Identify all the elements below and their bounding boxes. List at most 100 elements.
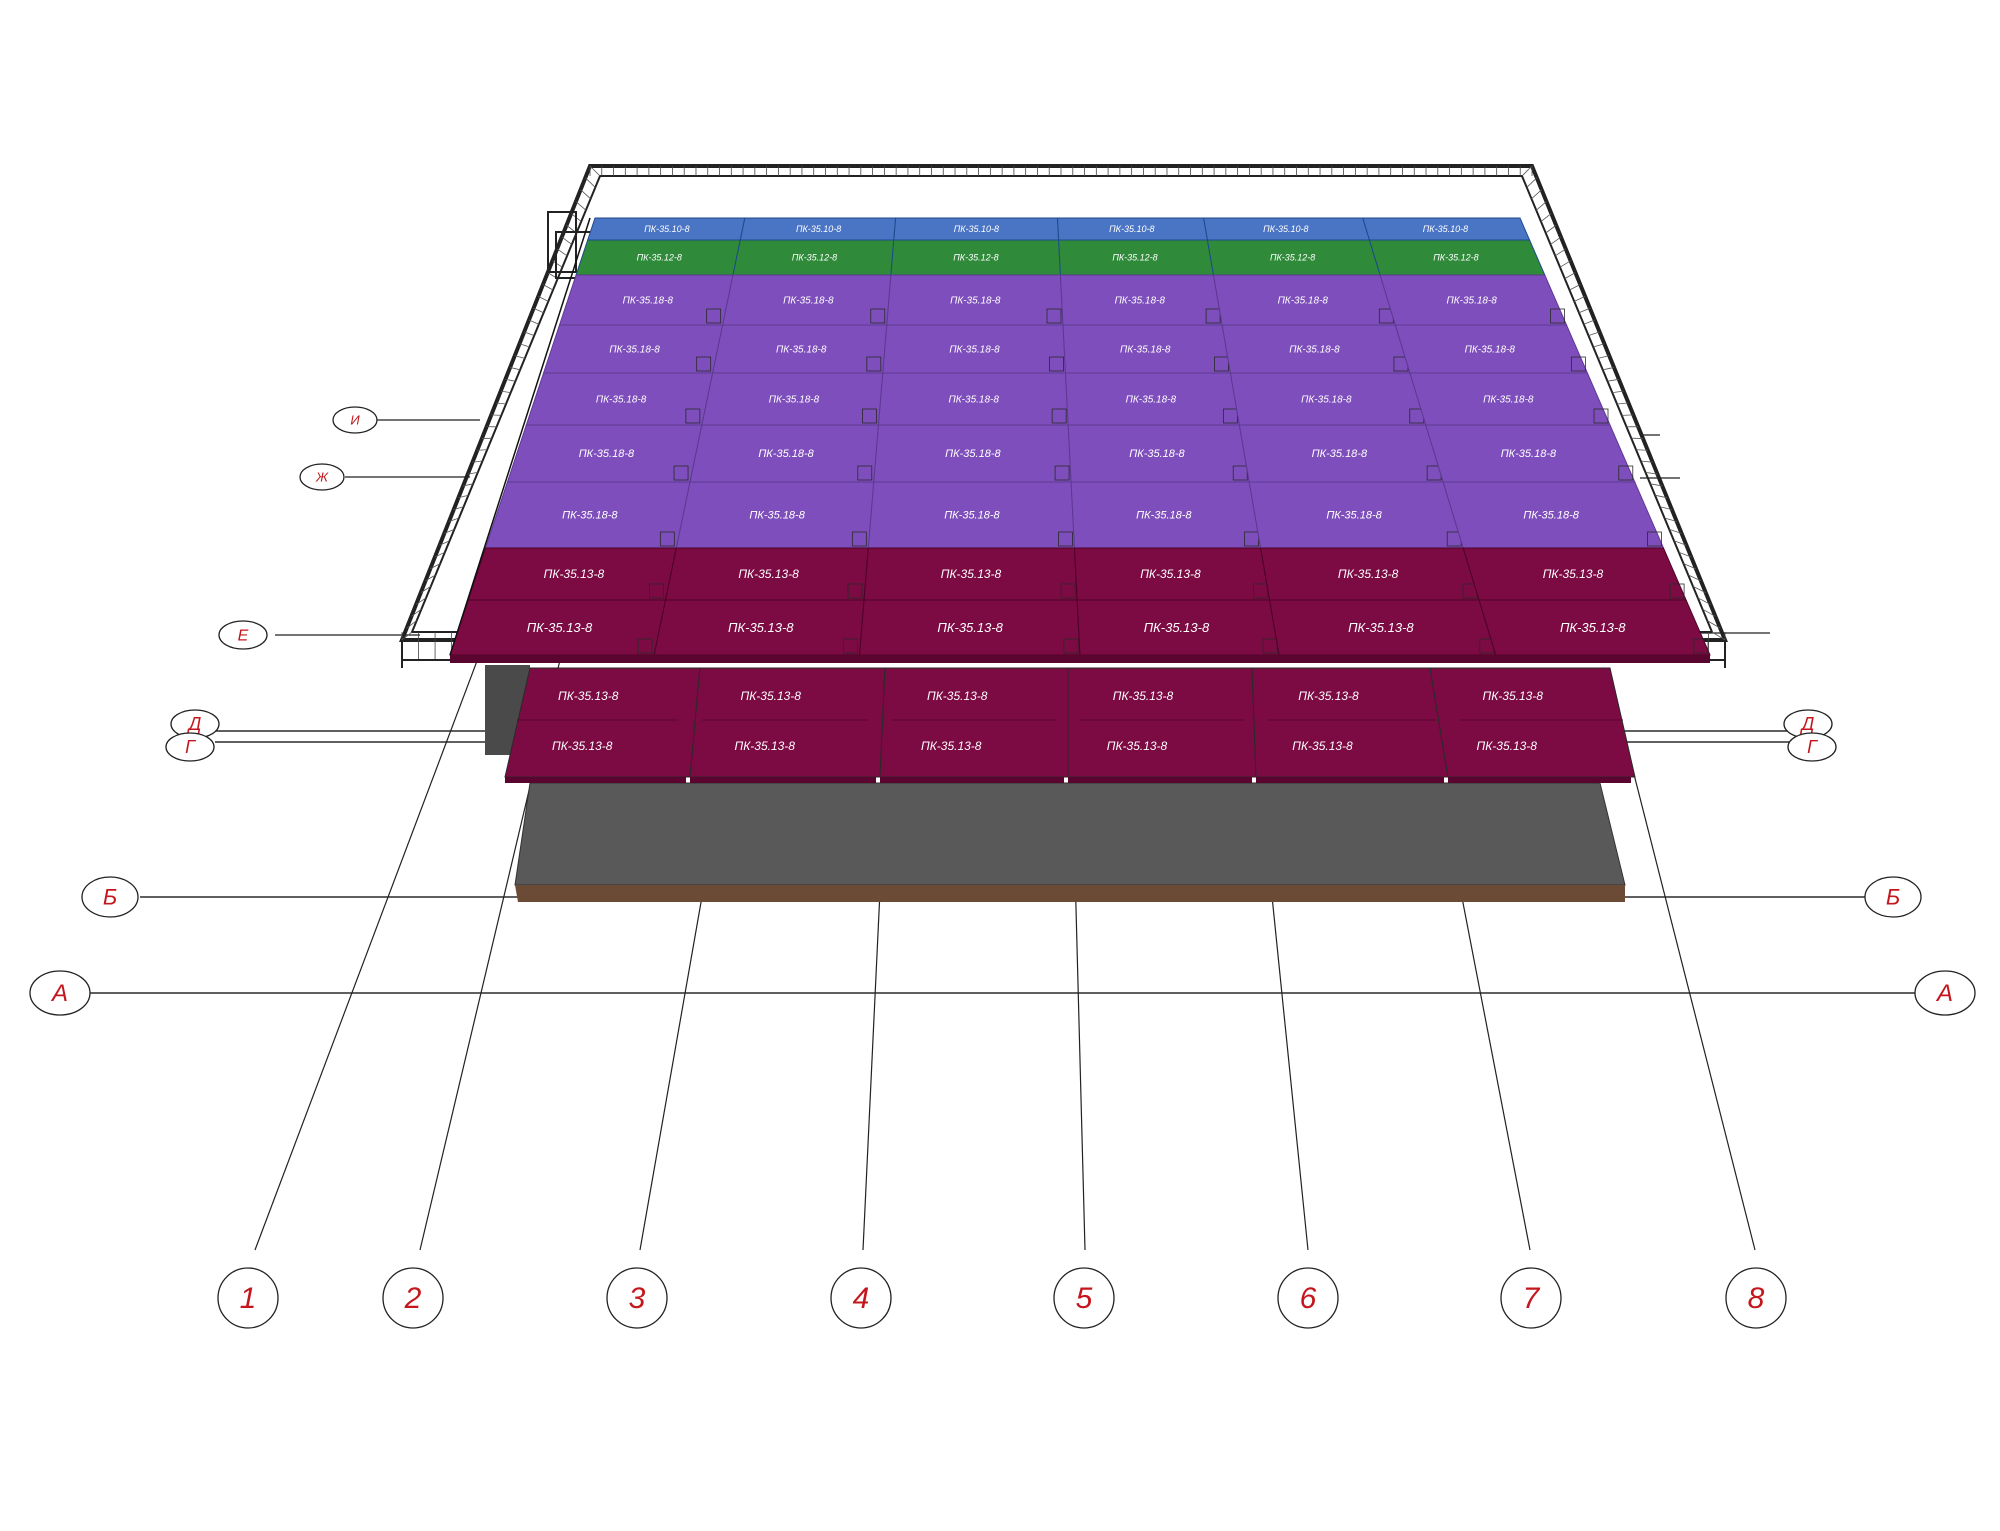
baluster	[1602, 367, 1615, 371]
slab-edge	[505, 777, 686, 783]
anchor-square	[696, 356, 712, 372]
baluster	[1593, 343, 1605, 348]
slab-label: ПК-35.13-8	[735, 739, 796, 753]
anchor-square	[857, 465, 873, 481]
slab-label: ПК-35.13-8	[1292, 739, 1353, 753]
anchor-square	[649, 583, 664, 599]
baluster	[439, 540, 450, 546]
baluster	[589, 165, 601, 177]
slab-label: ПК-35.13-8	[1144, 620, 1210, 635]
slab-label: ПК-35.13-8	[1477, 739, 1538, 753]
slab-label: ПК-35.13-8	[1107, 739, 1168, 753]
axis-col-1-label: 1	[240, 1282, 257, 1315]
axis-left-4-bubble	[165, 732, 215, 762]
baluster	[406, 620, 417, 629]
anchor-square	[870, 308, 886, 324]
anchor-square	[843, 638, 858, 654]
slab-label: ПК-35.18-8	[1523, 510, 1579, 522]
baluster	[1550, 236, 1562, 245]
slab-lower	[504, 667, 701, 778]
baluster	[458, 494, 469, 499]
slab-label: ПК-35.13-8	[937, 620, 1003, 635]
baluster	[1645, 472, 1658, 475]
slab-lower	[879, 667, 1069, 778]
baluster	[1678, 551, 1692, 558]
baluster	[1531, 189, 1542, 200]
baluster	[1659, 506, 1673, 511]
baluster	[542, 284, 554, 291]
axis-right-3-label: А	[1935, 980, 1953, 1007]
slab-lower	[1251, 667, 1449, 778]
slab-label: ПК-35.13-8	[558, 689, 619, 703]
baluster	[430, 563, 441, 570]
axis-col-7-bubble	[1500, 1267, 1562, 1329]
baluster	[585, 177, 596, 188]
concrete-top	[514, 782, 1626, 886]
baluster	[477, 449, 488, 451]
baluster	[1569, 284, 1581, 291]
baluster	[401, 631, 413, 641]
slab-label: ПК-35.10-8	[1423, 224, 1468, 234]
baluster	[1564, 272, 1576, 279]
slab-label: ПК-35.13-8	[738, 567, 799, 581]
slab-label: ПК-35.13-8	[1543, 567, 1604, 581]
slab-label: ПК-35.18-8	[945, 448, 1001, 460]
slab-label: ПК-35.18-8	[1289, 344, 1340, 355]
baluster	[1574, 295, 1586, 302]
slab-label: ПК-35.13-8	[1560, 620, 1626, 635]
axis-left-0-bubble	[332, 406, 378, 434]
baluster	[1650, 483, 1663, 487]
axis-col-1-bubble	[217, 1267, 279, 1329]
baluster	[1669, 529, 1682, 534]
axis-col-2-label: 2	[404, 1282, 422, 1315]
axis-left-6-label: А	[50, 980, 68, 1007]
slab-label: ПК-35.18-8	[1120, 344, 1171, 355]
slab-label: ПК-35.12-8	[637, 253, 682, 263]
axis-right-3-bubble	[1914, 970, 1976, 1016]
slab-label: ПК-35.18-8	[950, 295, 1001, 306]
baluster	[1664, 517, 1677, 522]
slab-label: ПК-35.13-8	[741, 689, 802, 703]
axis-col-5-label: 5	[1076, 1282, 1093, 1315]
anchor-square	[1693, 638, 1709, 654]
axis-left-5-label: Б	[103, 884, 117, 909]
slab-label: ПК-35.18-8	[1446, 295, 1497, 306]
slab-lower	[1429, 667, 1636, 778]
slab-label: ПК-35.18-8	[1129, 448, 1185, 460]
baluster	[1692, 586, 1706, 593]
anchor-square	[1049, 356, 1064, 372]
anchor-square	[1593, 408, 1609, 424]
baluster	[1711, 631, 1726, 641]
slab-label: ПК-35.12-8	[1112, 253, 1157, 263]
baluster	[444, 529, 455, 534]
axis-col-3-bubble	[606, 1267, 668, 1329]
axis-col-4-label: 4	[853, 1282, 870, 1315]
anchor-square	[1063, 638, 1079, 654]
axis-left-3-label: Д	[187, 714, 202, 734]
slab-label: ПК-35.10-8	[1109, 224, 1154, 234]
baluster	[467, 472, 478, 475]
anchor-square	[1669, 583, 1685, 599]
slab-label: ПК-35.12-8	[1270, 253, 1315, 263]
slab-label: ПК-35.13-8	[1298, 689, 1359, 703]
baluster	[1583, 319, 1595, 325]
baluster	[1578, 307, 1591, 314]
baluster	[1588, 331, 1600, 336]
baluster	[1683, 563, 1697, 570]
baluster	[495, 402, 507, 405]
slab-label: ПК-35.12-8	[1433, 253, 1478, 263]
slab-edge	[880, 777, 1064, 783]
baluster	[1521, 165, 1533, 177]
baluster	[1526, 177, 1538, 188]
lower-slab-group: ПК-35.13-8ПК-35.13-8ПК-35.13-8ПК-35.13-8…	[504, 667, 1636, 783]
baluster	[1540, 213, 1552, 222]
axis-col-6-bubble	[1277, 1267, 1339, 1329]
slab-label: ПК-35.18-8	[1465, 344, 1516, 355]
baluster	[1597, 355, 1610, 359]
axis-col-4-bubble	[830, 1267, 892, 1329]
baluster	[1621, 414, 1634, 416]
baluster	[575, 201, 587, 211]
axis-col-7-label: 7	[1523, 1282, 1541, 1315]
anchor-square	[1058, 531, 1073, 547]
anchor-square	[1054, 465, 1070, 481]
